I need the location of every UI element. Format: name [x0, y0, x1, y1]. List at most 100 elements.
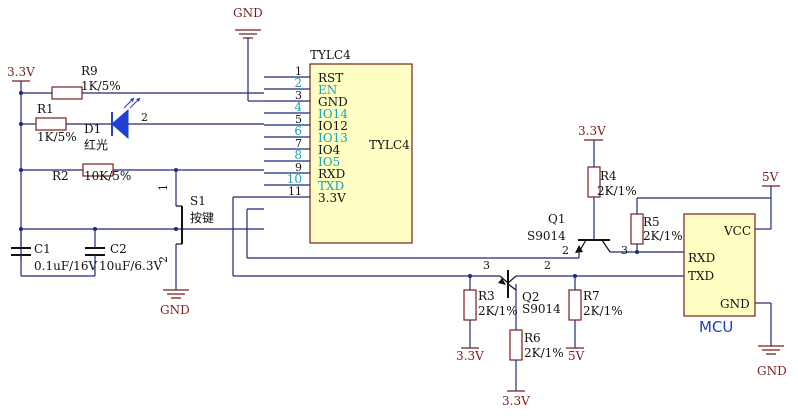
- module-pin-name-10: TXD: [318, 179, 344, 193]
- v33-r6-label: 3.3V: [502, 394, 530, 408]
- r3-ref: R3: [478, 289, 495, 303]
- d1-ref: D1: [84, 122, 101, 136]
- c2-value: 10uF/6.3V: [99, 259, 162, 273]
- r7-ref: R7: [583, 289, 600, 303]
- v5-right-symbol: 5V: [637, 170, 780, 230]
- q2-ref: Q2: [522, 290, 539, 304]
- resistor-r3: R3 2K/1%: [463, 276, 518, 348]
- mcu-pin-gnd: GND: [720, 297, 750, 311]
- r5-ref: R5: [643, 215, 660, 229]
- s1-pin2: 2: [157, 256, 170, 263]
- mcu-body: [683, 213, 756, 317]
- module-pin-name-2: EN: [318, 83, 337, 97]
- r2-value: 10K/5%: [84, 169, 131, 183]
- transistor-q1: Q1 S9014 2 3: [527, 212, 684, 258]
- module-pin-number-6: 6: [294, 124, 302, 138]
- module-pin-name-1: RST: [318, 71, 343, 85]
- module-pin-number-7: 7: [295, 137, 302, 150]
- mcu-pin-txd: TXD: [688, 269, 714, 283]
- module-pin-number-1: 1: [295, 65, 302, 78]
- module-pin-number-9: 9: [295, 161, 302, 174]
- r6-value: 2K/1%: [524, 346, 564, 360]
- q1-value: S9014: [527, 229, 566, 243]
- v5-r7-symbol: 5V: [566, 347, 585, 363]
- gnd-mcu-label: GND: [757, 364, 787, 378]
- resistor-r9: R9 1K/5%: [21, 64, 264, 100]
- q1-ref: Q1: [548, 212, 565, 226]
- v33-r3-symbol: 3.3V: [456, 347, 484, 363]
- module-pin-name-7: IO4: [318, 143, 341, 157]
- resistor-r6: R6 2K/1%: [509, 329, 564, 391]
- module-pin-name-3: GND: [318, 95, 348, 109]
- s1-value: 按键: [190, 211, 214, 225]
- module-pin-number-3: 3: [295, 89, 302, 102]
- resistor-r4: R4 2K/1%: [587, 166, 637, 233]
- r4-value: 2K/1%: [597, 184, 637, 198]
- v5-r7-label: 5V: [568, 349, 585, 363]
- s1-ref: S1: [190, 194, 206, 208]
- mcu-block: VCC RXD TXD GND MCU: [683, 213, 772, 346]
- module-pin-name-9: RXD: [318, 167, 345, 181]
- r3-value: 2K/1%: [478, 304, 518, 318]
- v33-q1-symbol: 3.3V: [578, 124, 606, 167]
- r1-value: 1K/5%: [37, 130, 77, 144]
- v33-q1-label: 3.3V: [578, 124, 606, 138]
- s1-pin1: 1: [157, 184, 170, 191]
- gnd-s1-label: GND: [160, 303, 190, 317]
- module-pin-number-11: 11: [288, 185, 302, 198]
- capacitor-c2: C2 10uF/6.3V: [21, 229, 162, 277]
- c2-ref: C2: [110, 242, 127, 256]
- r6-ref: R6: [524, 331, 541, 345]
- q2-value: S9014: [522, 302, 561, 316]
- uart-wires: [232, 196, 579, 277]
- q2-pin2: 2: [544, 259, 551, 272]
- gnd-top-label: GND: [233, 6, 263, 20]
- r5-value: 2K/1%: [643, 229, 683, 243]
- d1-pin2: 2: [141, 111, 148, 124]
- v5-right-label: 5V: [762, 170, 779, 184]
- module-pin-number-8: 8: [294, 148, 302, 162]
- q2-pin3: 3: [483, 259, 490, 272]
- resistor-r1: R1 1K/5%: [21, 102, 112, 144]
- resistor-r5: R5 2K/1%: [630, 198, 683, 254]
- r7-value: 2K/1%: [583, 304, 623, 318]
- mcu-pin-vcc: VCC: [723, 224, 751, 238]
- gnd-mcu-symbol: GND: [757, 345, 787, 378]
- led-d1: D1 红光 2: [84, 97, 264, 152]
- module-pin-number-5: 5: [295, 113, 302, 126]
- v33-r6-symbol: 3.3V: [502, 390, 530, 408]
- q1-pin2: 2: [562, 244, 569, 257]
- mcu-title: MCU: [699, 318, 733, 336]
- r9-ref: R9: [81, 64, 98, 78]
- module-pin-name-6: IO13: [318, 131, 348, 145]
- v33-left-label: 3.3V: [7, 65, 35, 79]
- r9-value: 1K/5%: [81, 79, 121, 93]
- q1-pin3: 3: [621, 244, 628, 257]
- gnd-s1-symbol: GND: [160, 284, 190, 317]
- module-pin-name-4: IO14: [318, 107, 348, 121]
- switch-s1: 1 2 S1 按键: [157, 170, 214, 284]
- module-center-label: TYLC4: [369, 138, 410, 152]
- module-pin-name-5: IO12: [318, 119, 348, 133]
- v33-r3-label: 3.3V: [456, 349, 484, 363]
- r2-ref: R2: [52, 169, 69, 183]
- c1-ref: C1: [34, 242, 51, 256]
- resistor-r2: R2 10K/5%: [21, 163, 264, 183]
- mcu-pin-rxd: RXD: [688, 251, 715, 265]
- gnd-top-symbol: GND: [233, 6, 264, 102]
- r4-ref: R4: [600, 169, 617, 183]
- module-body: [309, 63, 413, 244]
- module-pin-number-2: 2: [294, 76, 302, 90]
- module-pin-name-11: 3.3V: [318, 191, 346, 205]
- module-pin-number-10: 10: [287, 172, 302, 186]
- module-pin-name-8: IO5: [318, 155, 340, 169]
- module-title: TYLC4: [310, 48, 351, 62]
- resistor-r7: R7 2K/1%: [568, 276, 623, 348]
- c1-value: 0.1uF/16V: [34, 259, 97, 273]
- d1-value: 红光: [84, 137, 108, 152]
- module-pin-number-4: 4: [294, 100, 302, 114]
- r1-ref: R1: [37, 102, 54, 116]
